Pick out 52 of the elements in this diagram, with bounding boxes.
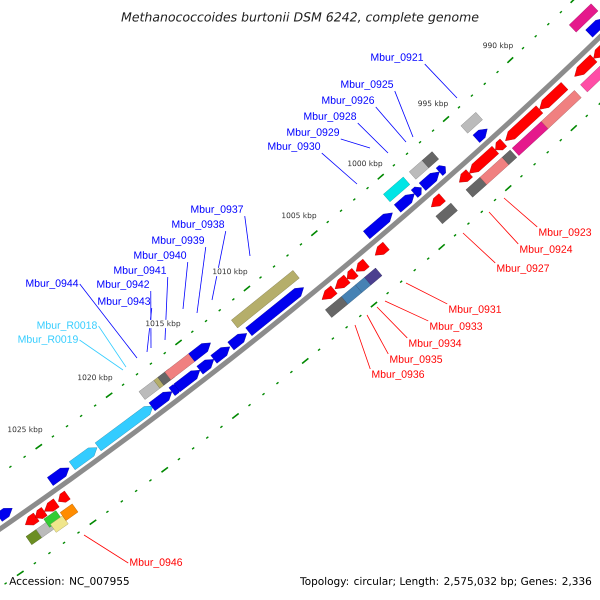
gene-label: Mbur_0935 bbox=[390, 355, 442, 365]
leader-line bbox=[244, 216, 250, 256]
gene-label: Mbur_0921 bbox=[371, 53, 424, 63]
gene-label: Mbur_0925 bbox=[341, 80, 394, 90]
gene-label: Mbur_0941 bbox=[114, 266, 166, 276]
gene-label: Mbur_R0019 bbox=[18, 335, 78, 345]
gene-label: Mbur_R0018 bbox=[38, 321, 97, 331]
gene-label: Mbur_0940 bbox=[134, 251, 186, 261]
leader-line bbox=[321, 152, 358, 184]
leader-line bbox=[354, 324, 371, 370]
leader-line bbox=[504, 198, 538, 228]
footer-text: Topology: circular; Length: 2,575,032 bp; Genes: 2,336 bbox=[300, 576, 592, 588]
gene-label: Mbur_0929 bbox=[287, 128, 340, 138]
leader-line bbox=[98, 326, 126, 368]
gene-label: Mbur_0931 bbox=[449, 305, 502, 315]
leader-line bbox=[212, 230, 226, 300]
gene-label: Mbur_0927 bbox=[497, 264, 550, 274]
leader-line bbox=[424, 64, 458, 98]
gene-label: Mbur_0928 bbox=[304, 112, 356, 122]
leader-line bbox=[340, 138, 370, 148]
leader-line bbox=[366, 314, 389, 354]
leader-line bbox=[84, 534, 129, 564]
gene-label: Mbur_0934 bbox=[409, 339, 462, 349]
gene-label: Mbur_0926 bbox=[322, 96, 374, 106]
leader-line bbox=[384, 300, 429, 322]
leader-line bbox=[182, 262, 188, 310]
leader-line bbox=[488, 212, 519, 244]
gene-label: Mbur_0939 bbox=[152, 236, 204, 246]
gene-label: Mbur_0943 bbox=[98, 297, 150, 307]
leader-line bbox=[150, 290, 152, 348]
gene-label: Mbur_0937 bbox=[191, 205, 244, 215]
title: Methanococcoides burtonii DSM 6242, complete genome bbox=[121, 12, 478, 24]
leader-line bbox=[164, 276, 168, 340]
gene-label: Mbur_0946 bbox=[130, 558, 182, 568]
leader-line bbox=[376, 306, 408, 338]
gene-label: Mbur_0930 bbox=[268, 142, 320, 152]
leader-line bbox=[196, 246, 206, 314]
gene-label: Mbur_0936 bbox=[372, 370, 424, 380]
leader-line bbox=[79, 340, 124, 370]
leader-line bbox=[406, 282, 448, 304]
gene-label: Mbur_0933 bbox=[430, 322, 482, 332]
footer-text: Accession: NC_007955 bbox=[9, 576, 129, 588]
leader-line bbox=[375, 106, 406, 142]
leader-line bbox=[357, 122, 388, 154]
leader-line bbox=[394, 90, 414, 138]
leader-line bbox=[79, 284, 138, 358]
gene-label: Mbur_0942 bbox=[97, 280, 150, 290]
gene-label: Mbur_0923 bbox=[539, 228, 592, 238]
gene-label: Mbur_0944 bbox=[26, 279, 78, 289]
gene-label: Mbur_0924 bbox=[520, 245, 572, 255]
leader-line bbox=[462, 232, 496, 264]
gene-label: Mbur_0938 bbox=[172, 220, 224, 230]
